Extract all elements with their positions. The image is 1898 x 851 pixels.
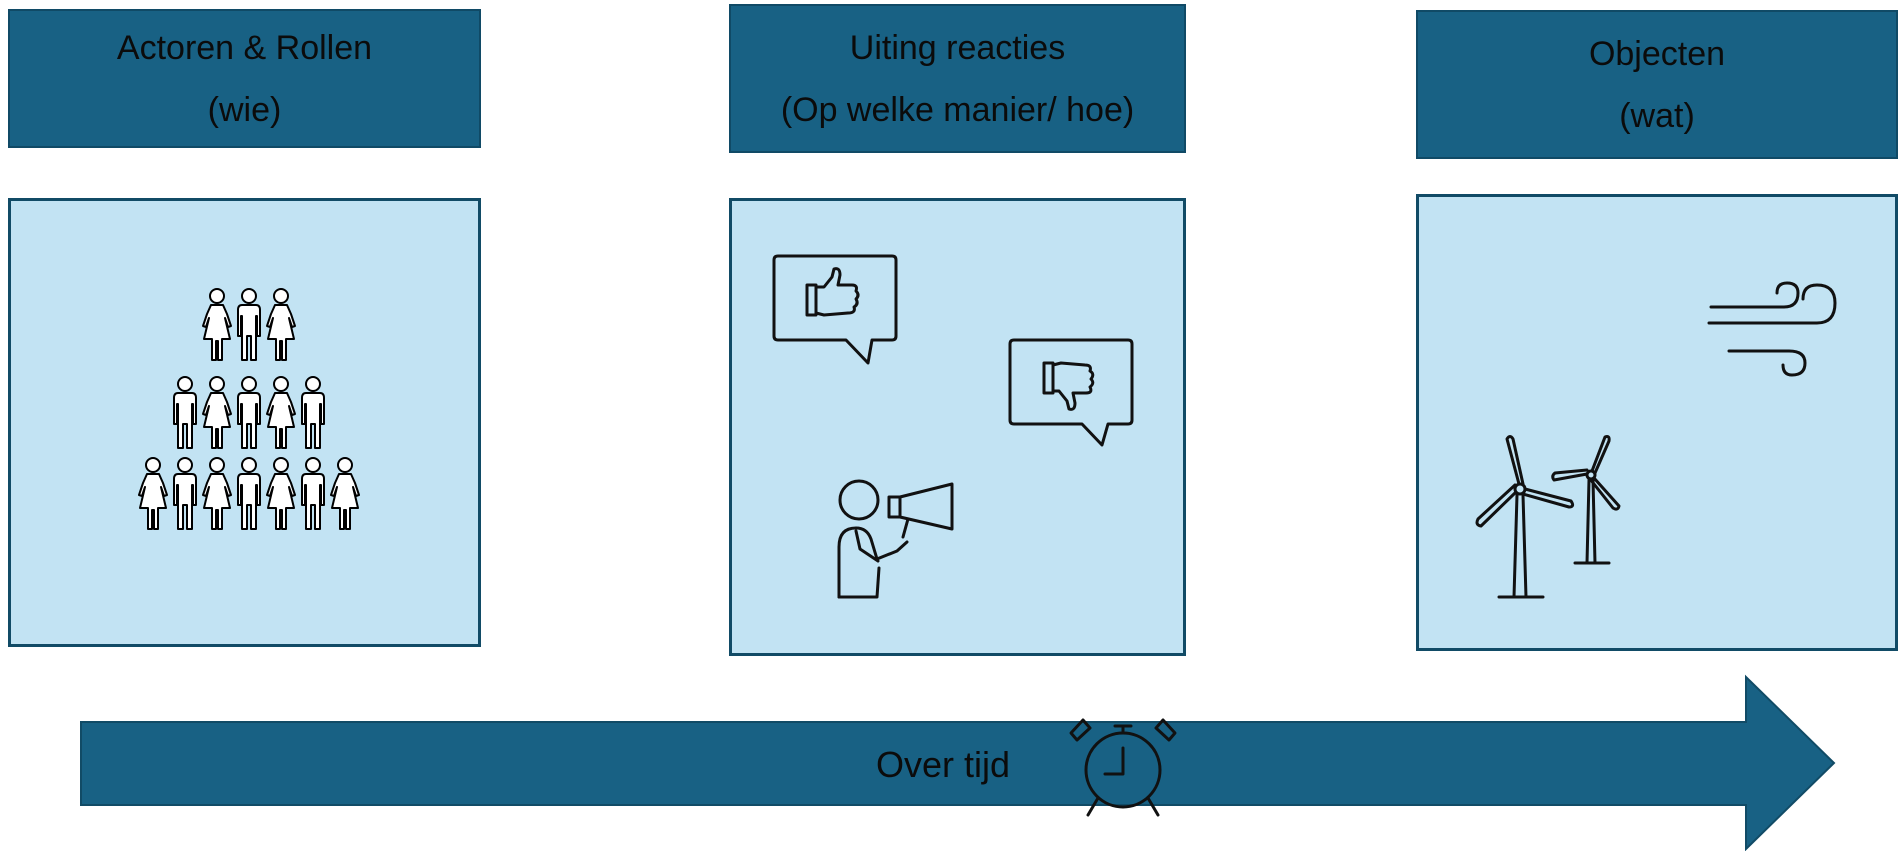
wind-turbines-icon xyxy=(1475,435,1621,599)
header-subtitle: (wat) xyxy=(1619,96,1695,135)
panel-objecten xyxy=(1416,194,1898,651)
panel-uiting-reacties xyxy=(729,198,1186,656)
alarm-clock-icon xyxy=(1069,718,1177,817)
wind-icon xyxy=(1707,281,1837,377)
header-subtitle: (wie) xyxy=(207,90,282,129)
header-actoren: Actoren & Rollen (wie) xyxy=(8,9,481,148)
header-title: Uiting reacties xyxy=(849,28,1066,67)
header-uiting-reacties: Uiting reacties (Op welke manier/ hoe) xyxy=(729,4,1186,153)
header-subtitle: (Op welke manier/ hoe) xyxy=(780,90,1135,129)
timeline-label: Over tijd xyxy=(876,744,1010,785)
header-objecten: Objecten (wat) xyxy=(1416,10,1898,159)
thumbs-down-speech-bubble-icon xyxy=(1008,338,1134,447)
panel-actoren xyxy=(8,198,481,647)
person-with-megaphone-icon xyxy=(837,479,954,599)
header-title: Objecten xyxy=(1588,34,1726,73)
header-title: Actoren & Rollen xyxy=(116,28,373,67)
thumbs-up-speech-bubble-icon xyxy=(772,254,898,365)
